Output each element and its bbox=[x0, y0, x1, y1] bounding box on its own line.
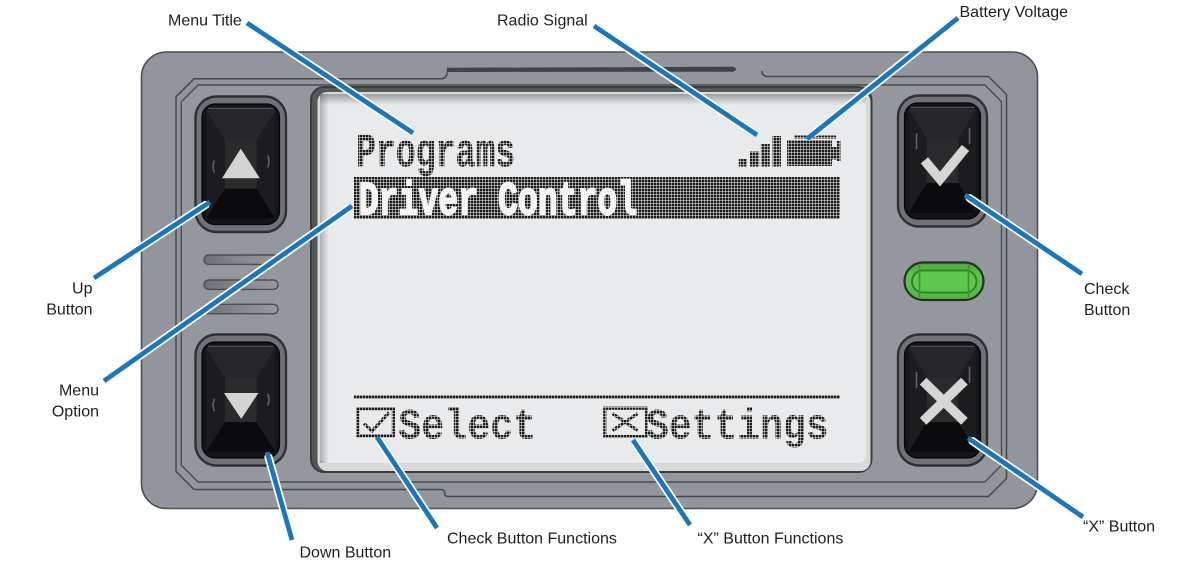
svg-text:Settings: Settings bbox=[646, 403, 829, 452]
svg-text:“X” Button: “X” Button bbox=[1083, 519, 1155, 536]
svg-text:Select: Select bbox=[398, 403, 536, 452]
svg-text:Programs: Programs bbox=[356, 128, 515, 181]
svg-text:Button: Button bbox=[1084, 302, 1130, 319]
svg-text:Battery Voltage: Battery Voltage bbox=[960, 4, 1069, 21]
svg-text:Check Button Functions: Check Button Functions bbox=[447, 531, 617, 548]
svg-text:Option: Option bbox=[52, 404, 99, 421]
svg-text:Button: Button bbox=[46, 301, 92, 318]
svg-text:“X” Button Functions: “X” Button Functions bbox=[698, 531, 844, 548]
svg-text:Radio Signal: Radio Signal bbox=[497, 13, 588, 30]
svg-text:Driver Control: Driver Control bbox=[359, 176, 638, 229]
svg-text:Menu Title: Menu Title bbox=[168, 13, 242, 30]
svg-text:Menu: Menu bbox=[59, 383, 99, 400]
svg-text:Check: Check bbox=[1084, 281, 1130, 298]
svg-text:Down Button: Down Button bbox=[300, 545, 392, 562]
svg-text:Up: Up bbox=[72, 281, 93, 298]
